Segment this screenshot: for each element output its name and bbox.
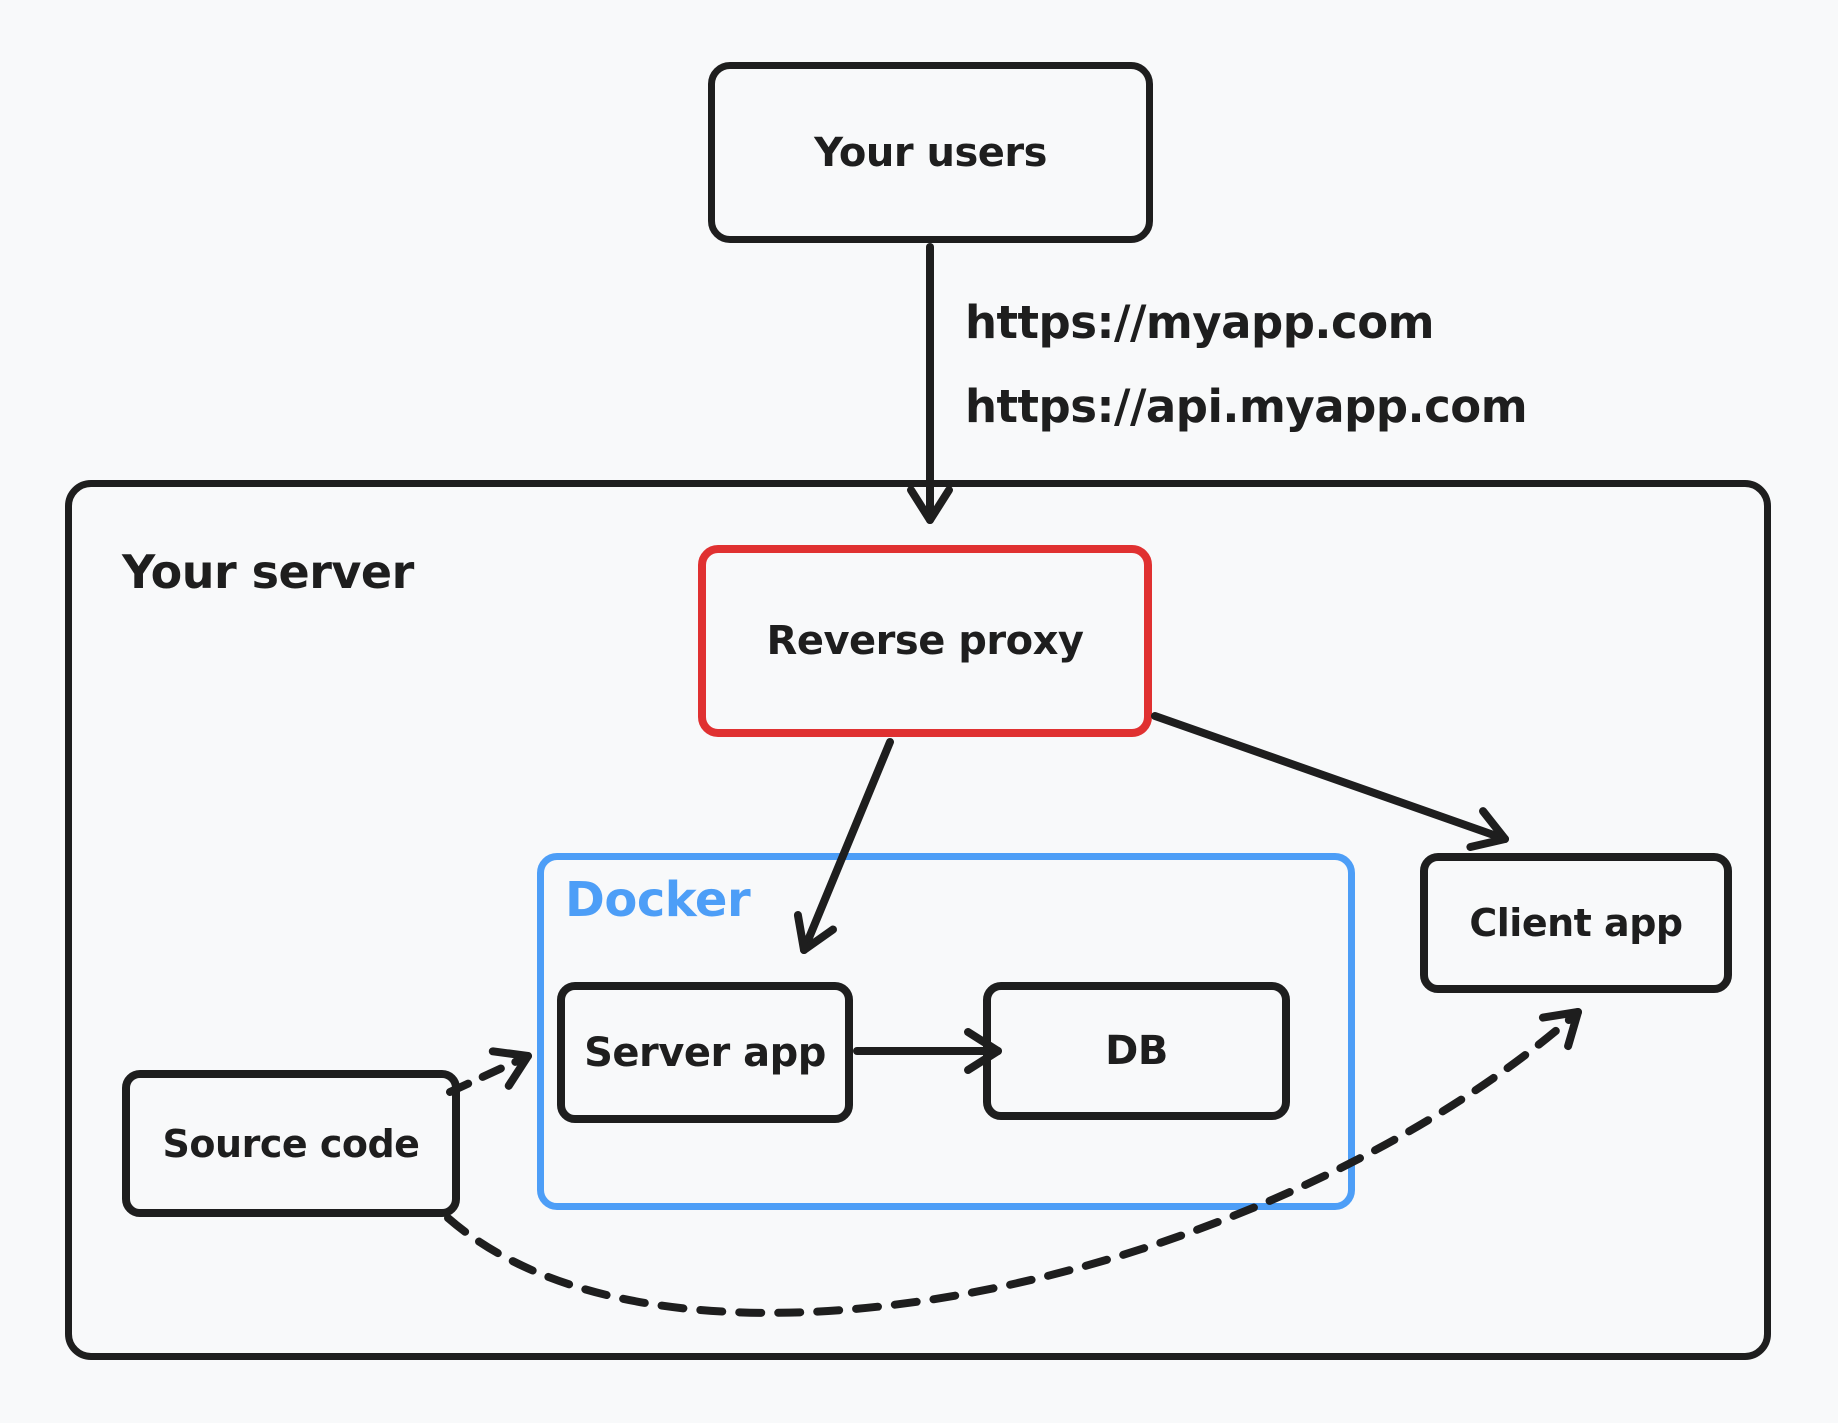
server-app-box: Server app (557, 982, 853, 1123)
client-app-label: Client app (1469, 901, 1683, 945)
server-app-label: Server app (584, 1029, 826, 1076)
db-label: DB (1105, 1028, 1168, 1074)
client-app-box: Client app (1420, 853, 1732, 993)
source-code-box: Source code (122, 1070, 460, 1217)
your-users-label: Your users (814, 129, 1047, 176)
your-users-box: Your users (708, 62, 1153, 243)
source-code-label: Source code (162, 1121, 420, 1166)
db-box: DB (983, 982, 1290, 1120)
docker-label: Docker (565, 872, 751, 928)
url-label-myapp: https://myapp.com (965, 296, 1435, 349)
reverse-proxy-label: Reverse proxy (766, 618, 1084, 664)
url-label-api-myapp: https://api.myapp.com (965, 380, 1528, 433)
reverse-proxy-box: Reverse proxy (698, 545, 1152, 737)
url-labels: https://myapp.com https://api.myapp.com (965, 281, 1528, 449)
your-server-group-box (65, 480, 1771, 1360)
your-server-label: Your server (122, 545, 414, 599)
